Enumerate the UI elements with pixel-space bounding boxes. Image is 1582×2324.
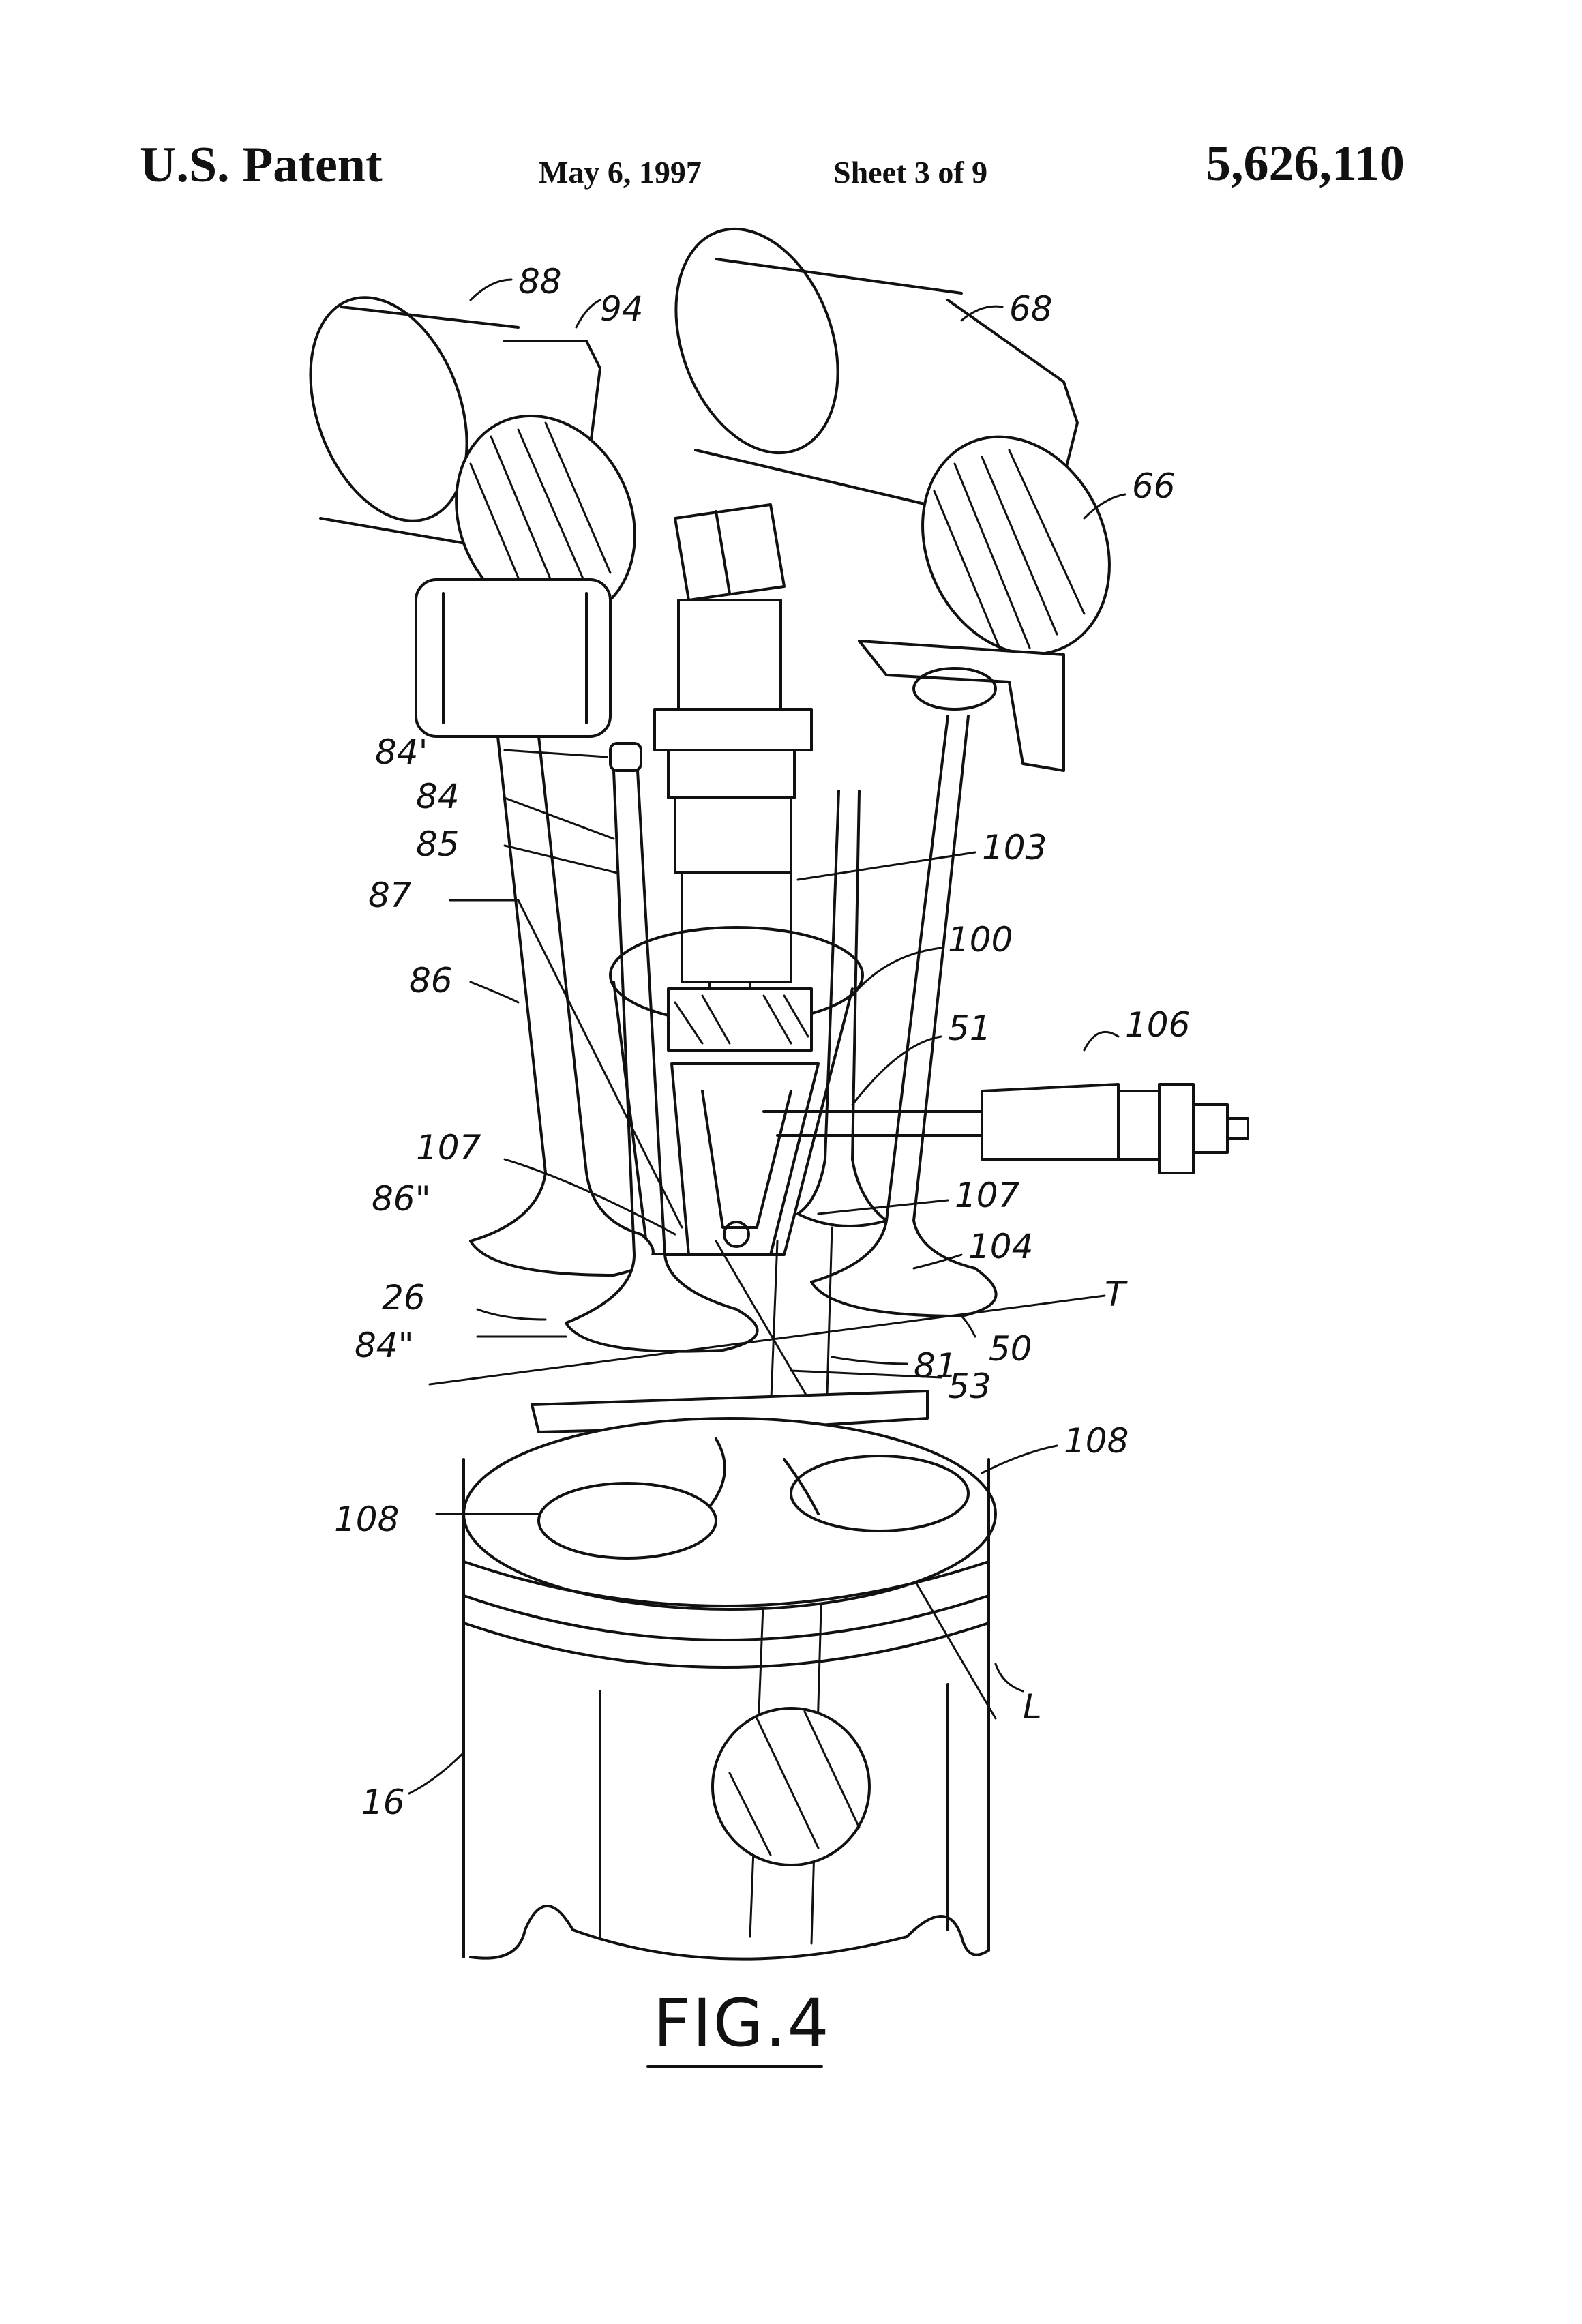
- label-106: 106: [1125, 1005, 1190, 1045]
- right-camshaft: [674, 227, 1111, 656]
- label-86-double-prime: 86": [372, 1179, 431, 1219]
- label-108-left: 108: [334, 1500, 399, 1539]
- label-84-prime: 84': [375, 732, 428, 772]
- figure-caption: FIG.4: [646, 1985, 831, 2068]
- label-68: 68: [1009, 289, 1053, 329]
- patent-header: U.S. Patent May 6, 1997 Sheet 3 of 9 5,6…: [0, 0, 1582, 218]
- label-50: 50: [989, 1329, 1032, 1369]
- label-84-double-prime: 84": [355, 1326, 414, 1365]
- prechamber: [609, 926, 864, 1256]
- figure-caption-text: FIG.4: [653, 1985, 831, 2061]
- label-51: 51: [948, 1009, 991, 1048]
- reference-labels: 88 94 68 66 84' 84 85 87 86 103 100 51 1…: [334, 262, 1190, 1822]
- label-53: 53: [948, 1367, 991, 1406]
- piston: [462, 1390, 997, 1961]
- label-87: 87: [368, 876, 412, 915]
- left-camshaft: [309, 296, 636, 623]
- leader-lines: [408, 278, 1126, 1795]
- patent-title: U.S. Patent: [140, 137, 383, 193]
- glow-plug: [762, 1083, 1249, 1174]
- label-L: L: [1023, 1687, 1042, 1727]
- patent-date: May 6, 1997: [539, 155, 702, 190]
- valve-stems: [469, 715, 998, 1353]
- label-26: 26: [382, 1278, 426, 1317]
- label-16: 16: [361, 1783, 405, 1822]
- label-86: 86: [409, 961, 453, 1000]
- label-85: 85: [416, 824, 460, 864]
- sheet-number: Sheet 3 of 9: [833, 155, 988, 190]
- label-108-right: 108: [1064, 1421, 1129, 1461]
- label-T: T: [1105, 1275, 1128, 1314]
- label-81: 81: [914, 1346, 957, 1386]
- label-66: 66: [1132, 466, 1176, 506]
- label-107-left: 107: [416, 1128, 481, 1167]
- right-tappet: [858, 640, 1065, 772]
- label-107-right: 107: [955, 1176, 1020, 1215]
- label-103: 103: [982, 828, 1047, 867]
- label-88: 88: [518, 262, 562, 301]
- label-100: 100: [948, 920, 1013, 959]
- fuel-injector: [653, 503, 813, 1045]
- patent-number: 5,626,110: [1206, 136, 1405, 192]
- label-84: 84: [416, 777, 460, 816]
- left-tappet: [415, 578, 612, 738]
- label-94: 94: [600, 289, 644, 329]
- label-104: 104: [968, 1227, 1033, 1266]
